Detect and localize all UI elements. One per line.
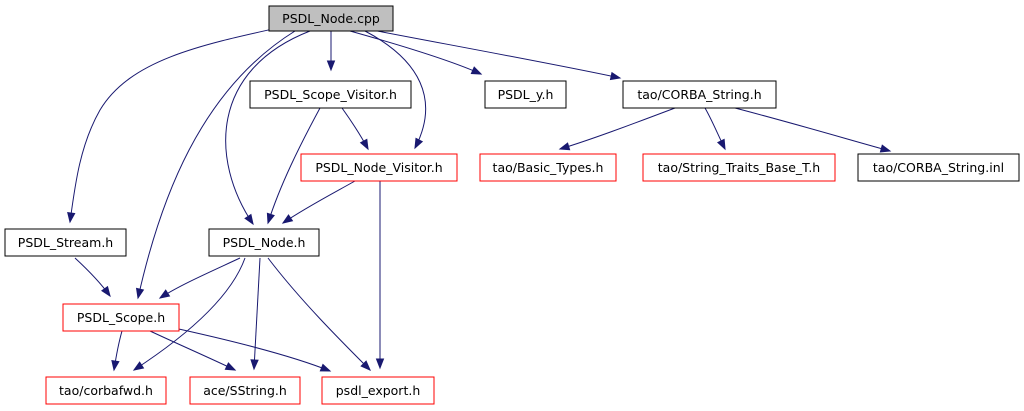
arrowhead-icon bbox=[319, 363, 332, 372]
arrowhead-icon bbox=[250, 359, 259, 371]
node-tao_basic_types_h[interactable]: tao/Basic_Types.h bbox=[479, 153, 617, 182]
node-label: tao/Basic_Types.h bbox=[493, 160, 604, 175]
edge-psdl_node_visitor_h-to-psdl_node_h bbox=[282, 180, 356, 224]
node-psdl_stream_h[interactable]: PSDL_Stream.h bbox=[4, 228, 127, 257]
nodes-layer: PSDL_Node.cpp PSDL_Scope_Visitor.h PSDL_… bbox=[4, 5, 1020, 405]
arrowhead-icon bbox=[879, 144, 892, 153]
arrowhead-icon bbox=[111, 359, 120, 372]
arrowhead-icon bbox=[132, 361, 145, 371]
node-box bbox=[62, 303, 180, 332]
arrowhead-icon bbox=[101, 285, 111, 298]
edge-psdl_node_cpp-to-psdl_node_h bbox=[225, 30, 311, 225]
arrowhead-icon bbox=[135, 287, 145, 300]
edge-psdl_node_cpp-to-tao_corba_string_h bbox=[371, 29, 621, 79]
node-psdl_scope_visitor_h[interactable]: PSDL_Scope_Visitor.h bbox=[249, 80, 412, 109]
node-box bbox=[4, 228, 127, 257]
arrowhead-icon bbox=[609, 71, 622, 81]
node-box bbox=[208, 228, 320, 257]
node-label: PSDL_Node.cpp bbox=[282, 11, 380, 26]
arrowhead-icon bbox=[375, 358, 385, 370]
arrowhead-icon bbox=[326, 60, 336, 72]
edge-psdl_scope_visitor_h-to-psdl_node_h bbox=[267, 107, 321, 224]
arrowhead-icon bbox=[266, 212, 275, 225]
arrowhead-icon bbox=[281, 214, 294, 224]
edge-psdl_node_h-to-ace_sstring_h bbox=[253, 257, 261, 370]
edge-tao_corba_string_h-to-tao_corba_string_inl bbox=[734, 107, 891, 152]
node-label: PSDL_Scope.h bbox=[77, 310, 165, 325]
node-tao_corba_string_inl[interactable]: tao/CORBA_String.inl bbox=[857, 153, 1020, 182]
edges-layer bbox=[67, 26, 892, 372]
node-label: ace/SString.h bbox=[203, 383, 287, 398]
arrowhead-icon bbox=[67, 212, 76, 224]
node-box bbox=[268, 5, 394, 32]
node-label: PSDL_Stream.h bbox=[18, 235, 113, 250]
node-box bbox=[189, 376, 301, 405]
node-label: tao/CORBA_String.h bbox=[637, 87, 761, 102]
node-tao_corba_string_h[interactable]: tao/CORBA_String.h bbox=[622, 80, 777, 109]
node-label: psdl_export.h bbox=[336, 383, 421, 398]
node-psdl_node_visitor_h[interactable]: PSDL_Node_Visitor.h bbox=[300, 153, 458, 182]
edge-psdl_node_cpp-to-psdl_node_visitor_h bbox=[364, 30, 427, 149]
node-box bbox=[642, 153, 836, 182]
edge-psdl_node_h-to-psdl_scope_h bbox=[159, 257, 241, 299]
edge-tao_corba_string_h-to-tao_basic_types_h bbox=[559, 107, 676, 150]
arrowhead-icon bbox=[414, 137, 424, 150]
node-psdl_y_h[interactable]: PSDL_y.h bbox=[484, 80, 567, 109]
node-ace_sstring_h[interactable]: ace/SString.h bbox=[189, 376, 301, 405]
node-box bbox=[249, 80, 412, 109]
arrowhead-icon bbox=[470, 66, 483, 75]
edge-psdl_node_cpp-to-psdl_stream_h bbox=[69, 26, 283, 223]
arrowhead-icon bbox=[244, 213, 254, 226]
node-box bbox=[45, 376, 167, 405]
node-label: PSDL_Scope_Visitor.h bbox=[264, 87, 397, 102]
node-box bbox=[622, 80, 777, 109]
arrowhead-icon bbox=[224, 362, 237, 371]
node-label: tao/String_Traits_Base_T.h bbox=[658, 160, 820, 175]
node-psdl_scope_h[interactable]: PSDL_Scope.h bbox=[62, 303, 180, 332]
node-psdl_node_cpp[interactable]: PSDL_Node.cpp bbox=[268, 5, 394, 32]
arrowhead-icon bbox=[558, 142, 571, 151]
node-label: PSDL_y.h bbox=[498, 87, 554, 102]
node-psdl_export_h[interactable]: psdl_export.h bbox=[321, 376, 435, 405]
edge-psdl_node_h-to-psdl_export_h bbox=[267, 257, 371, 371]
node-box bbox=[857, 153, 1020, 182]
arrowhead-icon bbox=[359, 138, 369, 151]
node-psdl_node_h[interactable]: PSDL_Node.h bbox=[208, 228, 320, 257]
edge-psdl_node_h-to-tao_corbafwd_h bbox=[133, 257, 246, 371]
arrowhead-icon bbox=[716, 138, 726, 151]
node-tao_corbafwd_h[interactable]: tao/corbafwd.h bbox=[45, 376, 167, 405]
node-label: tao/corbafwd.h bbox=[59, 383, 153, 398]
node-label: PSDL_Node.h bbox=[223, 235, 306, 250]
node-box bbox=[484, 80, 567, 109]
node-label: tao/CORBA_String.inl bbox=[873, 160, 1004, 175]
arrowhead-icon bbox=[158, 289, 171, 299]
node-box bbox=[479, 153, 617, 182]
edge-psdl_scope_h-to-psdl_export_h bbox=[164, 325, 331, 372]
arrowhead-icon bbox=[360, 360, 371, 371]
node-box bbox=[300, 153, 458, 182]
edge-psdl_node_cpp-to-psdl_y_h bbox=[349, 30, 482, 75]
node-box bbox=[321, 376, 435, 405]
node-label: PSDL_Node_Visitor.h bbox=[315, 160, 442, 175]
edge-psdl_node_cpp-to-psdl_scope_h bbox=[137, 30, 296, 299]
node-tao_string_traits_h[interactable]: tao/String_Traits_Base_T.h bbox=[642, 153, 836, 182]
